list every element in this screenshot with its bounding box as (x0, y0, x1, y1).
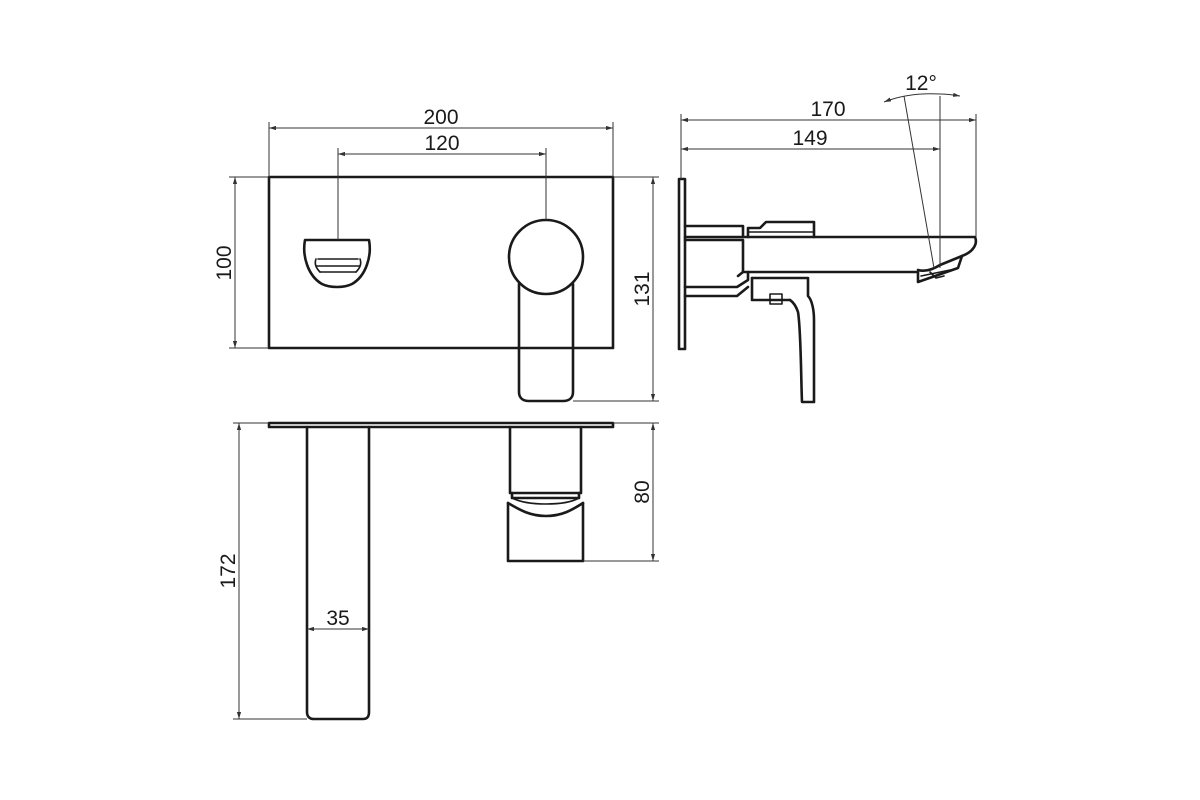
top-spout (305, 425, 371, 721)
dim-label-100: 100 (213, 245, 236, 280)
dim-label-80: 80 (631, 480, 654, 503)
dim-side-spout-angle: 12° (883, 72, 961, 269)
side-mixer-body (683, 270, 816, 404)
dim-label-170: 170 (810, 98, 845, 121)
dim-top-spout-width: 35 (307, 607, 369, 632)
top-view: 172 35 80 (217, 421, 659, 721)
dim-top-spout-depth: 172 (217, 422, 307, 720)
dim-label-131: 131 (631, 271, 654, 306)
front-cover-plate (267, 175, 615, 350)
dim-front-hole-spacing: 120 (337, 132, 547, 240)
top-mixer-handle (506, 425, 585, 563)
side-wall-plate (677, 177, 687, 351)
dim-front-plate-width: 200 (268, 106, 614, 177)
dim-label-35: 35 (326, 607, 349, 630)
dim-label-200: 200 (423, 106, 458, 129)
dim-label-172: 172 (217, 553, 240, 588)
dim-label-120: 120 (424, 132, 459, 155)
side-view: 170 149 12° (677, 72, 978, 404)
front-mixer-handle (507, 218, 585, 403)
top-wall-plate (267, 421, 615, 429)
dim-label-149: 149 (792, 127, 827, 150)
front-spout-outlet (302, 238, 372, 289)
side-handle-top (746, 220, 816, 239)
dim-front-plate-height: 100 (213, 176, 269, 349)
front-view: 200 120 100 131 (213, 106, 659, 403)
dim-front-total-height: 131 (573, 176, 659, 402)
dim-side-body-length: 149 (681, 96, 941, 268)
dim-top-handle-depth: 80 (583, 422, 659, 562)
dim-side-spout-length: 170 (680, 98, 977, 237)
dim-label-12-degree: 12° (905, 72, 937, 95)
side-spout (683, 224, 978, 284)
